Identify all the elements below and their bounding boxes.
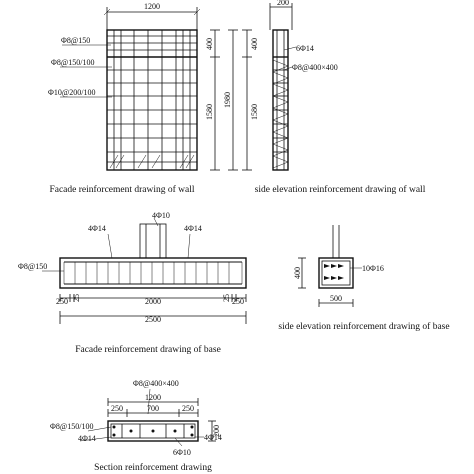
section-rebar-left-1: Φ8@150/100 (50, 422, 93, 431)
wall-side-rebar-label-1: 6Φ14 (296, 44, 314, 53)
base-facade-rebar-side: Φ8@150 (18, 262, 47, 271)
base-side-height-dim: 400 (293, 267, 302, 279)
section-height-dim: 200 (212, 425, 221, 437)
wall-facade-rebar-label-2: Φ8@150/100 (51, 58, 94, 67)
wall-facade-rebar-label-1: Φ8@150 (61, 36, 90, 45)
section-drawing: Φ8@400×400 1200 250 700 250 Φ8@150/1 (50, 379, 222, 473)
base-facade-total-dim: 2500 (145, 315, 161, 324)
wall-facade-caption: Facade reinforcement drawing of wall (49, 184, 194, 195)
wall-facade-drawing: 1200 Φ8@150 (48, 2, 238, 195)
wall-side-caption: side elevation reinforcement drawing of … (255, 184, 426, 195)
wall-side-drawing: 200 400 1580 6Φ14 Φ8@400×400 side elevat… (242, 0, 426, 195)
base-side-rebar: 10Φ16 (362, 264, 384, 273)
section-rebar-left-2: 4Φ14 (78, 434, 96, 443)
section-mid-dim: 700 (147, 404, 159, 413)
section-left-dim: 250 (111, 404, 123, 413)
base-facade-drawing: 4Φ10 4Φ14 4Φ14 Φ8@150 (18, 211, 247, 355)
base-facade-rebar-left-top: 4Φ14 (88, 224, 106, 233)
base-side-width-dim: 500 (330, 294, 342, 303)
base-facade-small-left-dim: 25 (72, 294, 81, 302)
section-total-dim: 1200 (145, 393, 161, 402)
base-side-caption: side elevation reinforcement drawing of … (278, 321, 449, 332)
base-facade-edge-right-dim: 250 (232, 297, 244, 306)
wall-facade-inner-dim: 1580 (205, 104, 214, 120)
section-rebar-bottom: 6Φ10 (173, 448, 191, 457)
base-facade-edge-left-dim: 250 (56, 297, 68, 306)
wall-facade-total-dim: 1980 (223, 92, 232, 108)
wall-side-top-dim: 400 (250, 38, 259, 50)
section-rebar-top: Φ8@400×400 (133, 379, 179, 388)
wall-facade-rebar-label-3: Φ10@200/100 (48, 88, 95, 97)
wall-side-lower-dim: 1580 (250, 104, 259, 120)
wall-side-rebar-label-2: Φ8@400×400 (292, 63, 338, 72)
base-facade-rebar-right-top: 4Φ14 (184, 224, 202, 233)
section-right-dim: 250 (182, 404, 194, 413)
section-caption: Section reinforcement drawing (94, 462, 212, 473)
section-rebar-right: 4Φ14 (204, 433, 222, 442)
base-facade-small-right-dim: 25 (222, 294, 231, 302)
base-facade-rebar-mid-top: 4Φ10 (152, 211, 170, 220)
wall-facade-width-dim: 1200 (144, 2, 160, 11)
base-side-drawing: 400 10Φ16 500 side elevation reinforceme… (278, 225, 450, 332)
base-facade-inner-dim: 2000 (145, 297, 161, 306)
base-facade-caption: Facade reinforcement drawing of base (75, 344, 221, 355)
wall-side-width-dim: 200 (277, 0, 289, 7)
wall-facade-top-dim: 400 (205, 38, 214, 50)
